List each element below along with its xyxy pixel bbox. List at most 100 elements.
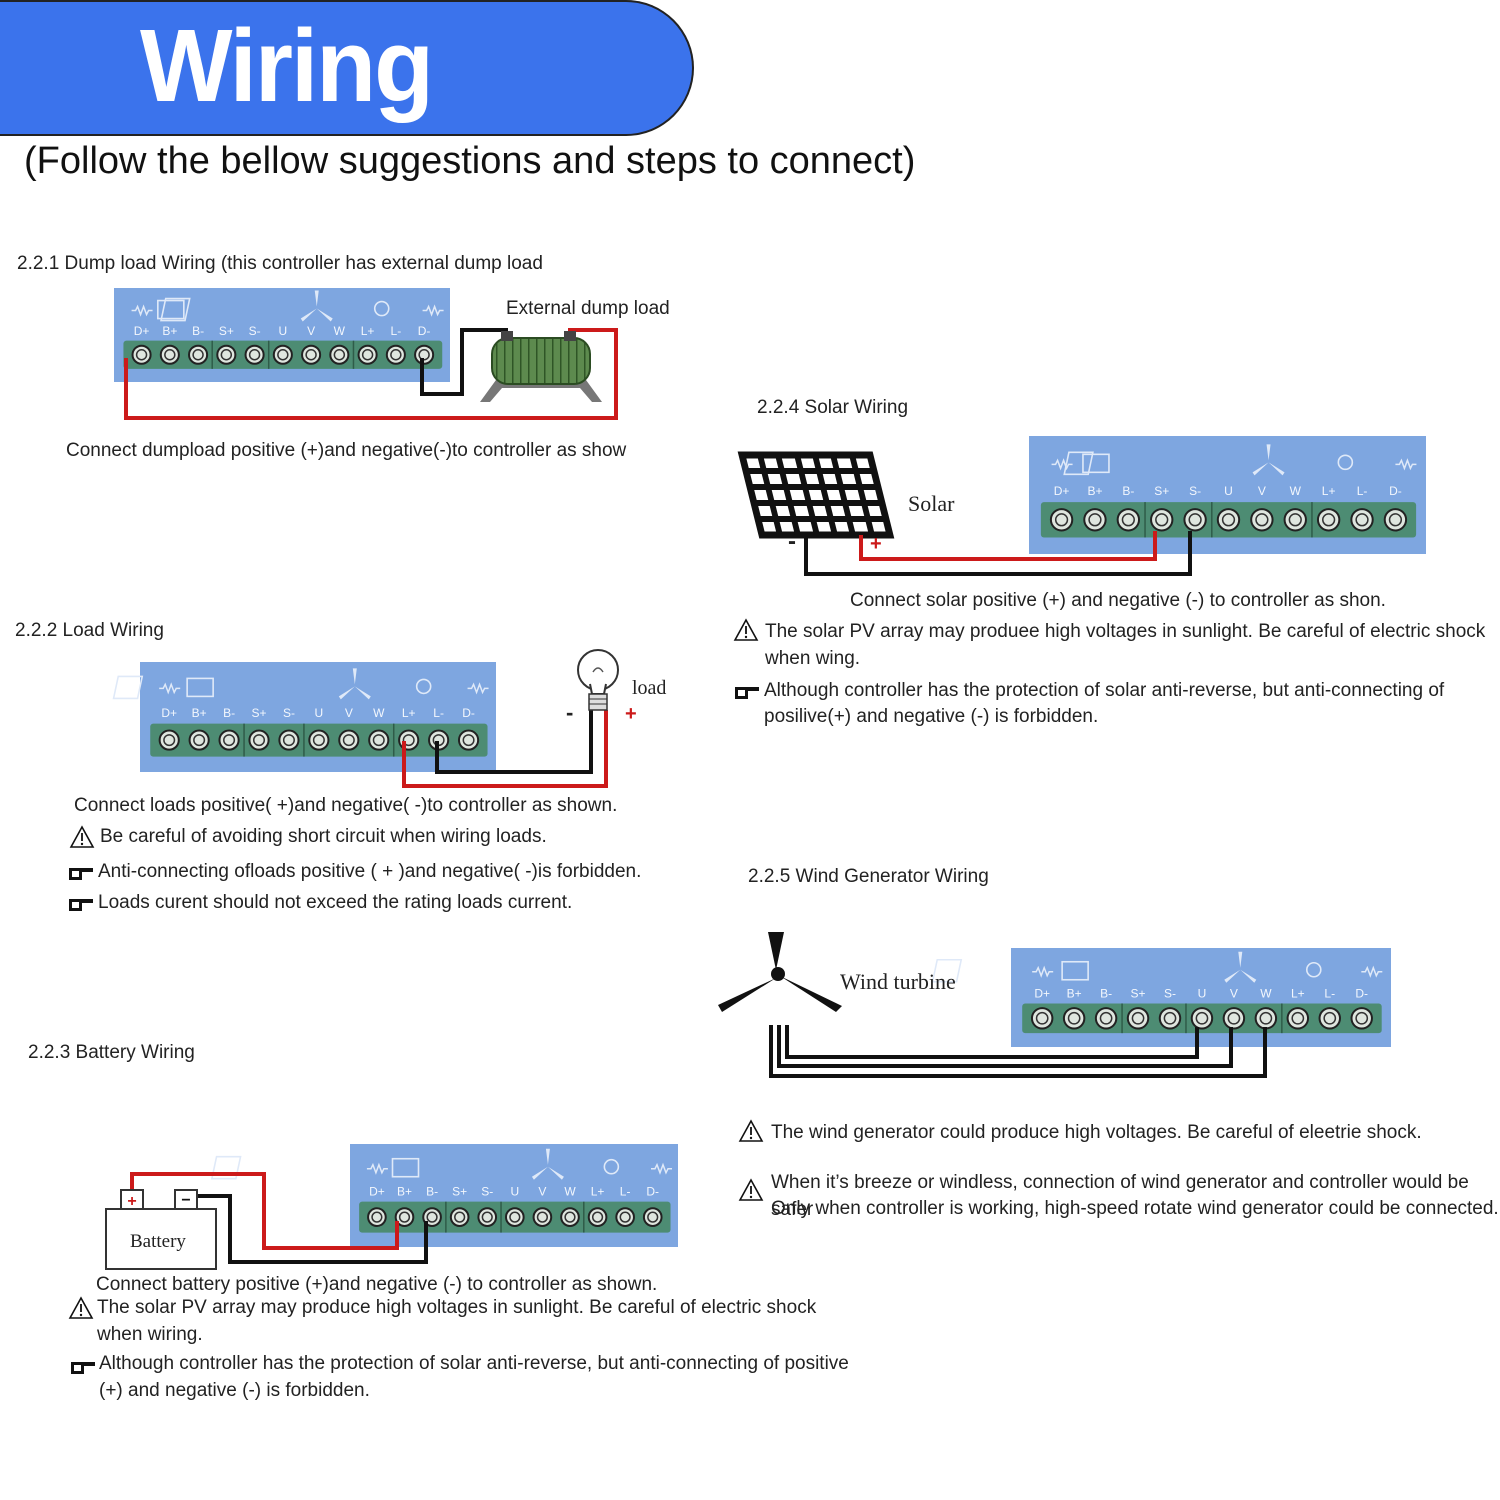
terminal-screw[interactable] (244, 344, 265, 365)
terminal-screw[interactable] (218, 729, 240, 751)
terminal-label: V (538, 1185, 546, 1199)
terminal-screw[interactable] (1116, 508, 1141, 532)
terminal-screw[interactable] (367, 1207, 387, 1227)
terminal-screw[interactable] (131, 344, 152, 365)
terminal-screw[interactable] (1150, 508, 1174, 532)
terminal-screw[interactable] (1126, 1007, 1150, 1030)
terminal-screw[interactable] (587, 1207, 608, 1227)
battery-note-1: The solar PV array may produce high volt… (97, 1297, 817, 1318)
terminal-screw[interactable] (272, 344, 293, 365)
dump-load-resistor (480, 331, 602, 402)
terminal-screw[interactable] (368, 729, 390, 751)
terminal-label: L+ (402, 706, 416, 720)
terminal-label: B+ (1087, 484, 1102, 498)
terminal-screw[interactable] (301, 344, 322, 365)
terminal-screw[interactable] (1383, 508, 1408, 532)
terminal-label: L- (620, 1185, 631, 1199)
terminal-screw[interactable] (1049, 508, 1074, 532)
terminal-screw[interactable] (1158, 1007, 1182, 1030)
terminal-label: B+ (1067, 987, 1082, 1001)
terminal-label: D+ (369, 1185, 385, 1199)
terminal-screw[interactable] (188, 729, 210, 751)
terminal-label: V (345, 706, 353, 720)
terminal-label: L- (1357, 484, 1368, 498)
terminal-label: L- (433, 706, 444, 720)
svg-text:−: − (181, 1192, 190, 1209)
terminal-label: D+ (1054, 484, 1070, 498)
terminal-screw[interactable] (414, 344, 435, 365)
terminal-label: S+ (1131, 987, 1146, 1001)
terminal-label: L- (391, 324, 402, 338)
warning-icon (69, 825, 95, 848)
terminal-screw[interactable] (1222, 1007, 1246, 1030)
battery-caption: Connect battery positive (+)and negative… (96, 1274, 658, 1295)
warning-icon (738, 1119, 764, 1142)
terminal-label: V (1258, 484, 1266, 498)
terminal-screw[interactable] (1283, 508, 1307, 532)
terminal-screw[interactable] (1030, 1007, 1054, 1030)
page-title: Wiring Steps (140, 7, 434, 242)
solar-note-1-cont: when wing. (765, 648, 861, 669)
battery-note-1-cont: when wiring. (97, 1324, 203, 1345)
terminal-screw[interactable] (158, 729, 180, 751)
terminal-screw[interactable] (1350, 1007, 1373, 1030)
terminal-screw[interactable] (477, 1207, 498, 1227)
terminal-screw[interactable] (449, 1207, 470, 1227)
terminal-screw[interactable] (159, 344, 180, 365)
pointing-hand-icon (69, 899, 93, 911)
terminal-label: U (510, 1185, 519, 1199)
warning-icon (738, 1178, 764, 1201)
terminal-screw[interactable] (1318, 1007, 1341, 1030)
terminal-screw[interactable] (385, 344, 406, 365)
terminal-label: B- (1100, 987, 1112, 1001)
wind-turbine-label: Wind turbine (840, 969, 956, 994)
terminal-screw[interactable] (329, 344, 350, 365)
terminal-label: B- (1122, 484, 1134, 498)
terminal-screw[interactable] (457, 729, 480, 751)
terminal-screw[interactable] (1062, 1007, 1086, 1030)
terminal-screw[interactable] (642, 1207, 663, 1227)
terminal-screw[interactable] (357, 344, 378, 365)
terminal-label: B- (426, 1185, 438, 1199)
terminal-screw[interactable] (216, 344, 237, 365)
terminal-label: W (334, 324, 346, 338)
terminal-screw[interactable] (1083, 508, 1107, 532)
terminal-screw[interactable] (338, 729, 360, 751)
terminal-screw[interactable] (278, 729, 300, 751)
solar-wires (804, 531, 1192, 576)
battery-icon: + − (105, 1189, 217, 1270)
terminal-screw[interactable] (394, 1207, 415, 1227)
terminal-screw[interactable] (308, 729, 330, 751)
terminal-screw[interactable] (615, 1207, 635, 1227)
terminal-screw[interactable] (248, 729, 270, 751)
wind-note-2-cont: Only when controller is working, high-sp… (771, 1198, 1499, 1219)
terminal-screw[interactable] (1254, 1007, 1278, 1030)
terminal-screw[interactable] (560, 1207, 580, 1227)
solar-label: Solar (908, 491, 955, 516)
dump-load-label: External dump load (506, 298, 670, 319)
terminal-label: S- (481, 1185, 493, 1199)
terminal-screw[interactable] (1316, 508, 1341, 532)
dump-section-title: 2.2.1 Dump load Wiring (this controller … (17, 253, 543, 274)
terminal-screw[interactable] (1216, 508, 1241, 532)
terminal-screw[interactable] (398, 729, 420, 751)
terminal-screw[interactable] (1183, 508, 1207, 532)
terminal-label: W (373, 706, 385, 720)
solar-note-2-cont: posilive(+) and negative (-) is forbidde… (764, 706, 1099, 727)
terminal-screw[interactable] (504, 1207, 525, 1227)
load-note-1: Be careful of avoiding short circuit whe… (100, 826, 547, 847)
terminal-screw[interactable] (1250, 508, 1274, 532)
terminal-screw[interactable] (1094, 1007, 1118, 1030)
terminal-screw[interactable] (188, 344, 209, 365)
terminal-label: U (1198, 987, 1207, 1001)
terminal-label: S- (1189, 484, 1201, 498)
svg-text:+: + (127, 1193, 136, 1210)
terminal-screw[interactable] (1286, 1007, 1310, 1030)
terminal-screw[interactable] (1190, 1007, 1214, 1030)
terminal-label: D- (418, 324, 431, 338)
terminal-label: W (1260, 987, 1272, 1001)
wind-turbine-icon (718, 932, 842, 1012)
terminal-screw[interactable] (532, 1207, 553, 1227)
terminal-screw[interactable] (1350, 508, 1374, 532)
